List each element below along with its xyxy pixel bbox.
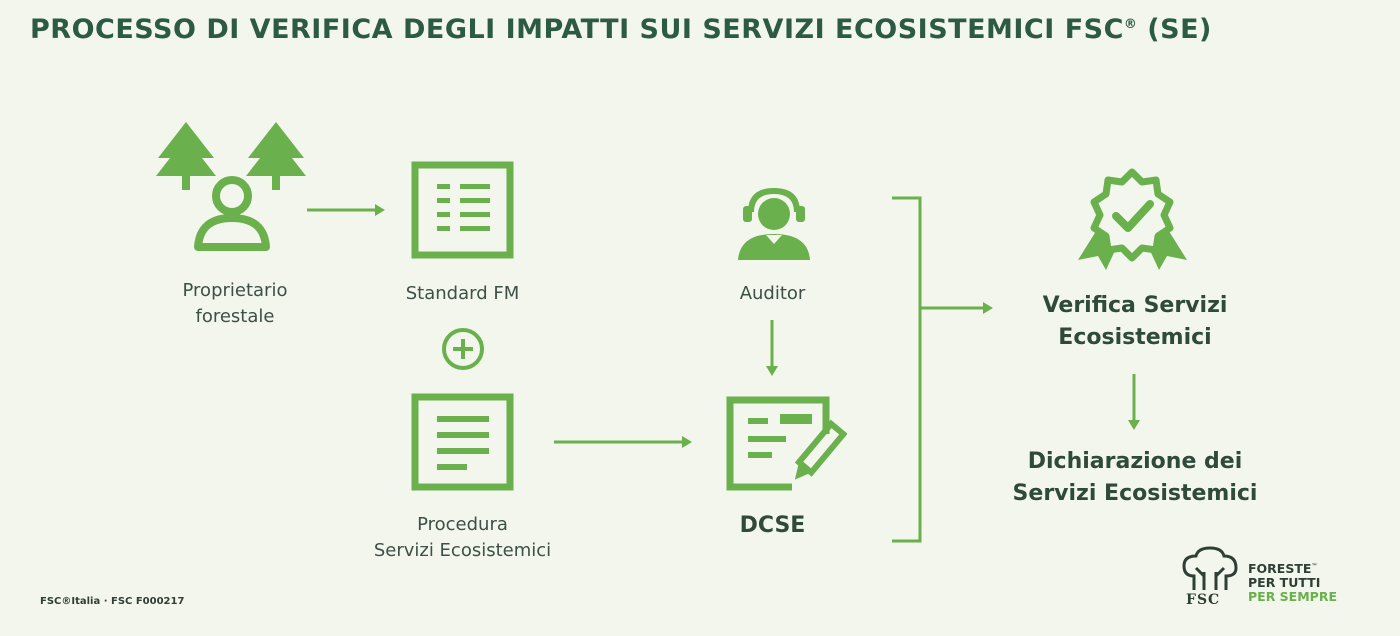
plus-circle-icon: [442, 328, 484, 370]
slogan-line3: PER SEMPRE: [1248, 589, 1337, 605]
title-registered-mark: ®: [1123, 17, 1138, 32]
fsc-tree-logo-icon: [1182, 546, 1238, 590]
owner-label-line2: forestale: [195, 306, 275, 327]
declaration-label: Dichiarazione dei Servizi Ecosistemici: [980, 446, 1290, 510]
declaration-label-line2: Servizi Ecosistemici: [1012, 481, 1258, 506]
standard-label: Standard FM: [405, 283, 520, 304]
title-suffix: (SE): [1137, 14, 1212, 45]
dcse-label: DCSE: [739, 513, 806, 538]
arrow-procedure-to-dcse: [554, 436, 692, 448]
auditor-headset-icon: [738, 188, 810, 260]
forest-owner-icon: [156, 122, 306, 251]
slogan-line2: PER TUTTI: [1248, 575, 1321, 591]
procedure-label: Procedura Servizi Ecosistemici: [330, 512, 595, 564]
arrow-auditor-to-dcse: [766, 320, 778, 376]
fsc-logo-text: FSC: [1186, 592, 1221, 608]
bracket-connector: [892, 196, 993, 543]
auditor-label: Auditor: [739, 283, 806, 304]
verification-label-line1: Verifica Servizi: [1042, 293, 1228, 318]
document-lines-icon: [411, 393, 514, 491]
page-title: PROCESSO DI VERIFICA DEGLI IMPATTI SUI S…: [30, 14, 1380, 45]
owner-label-line1: Proprietario: [182, 280, 288, 301]
owner-label: Proprietario forestale: [140, 278, 330, 330]
arrow-owner-to-standard: [307, 204, 385, 216]
document-list-icon: [411, 161, 514, 259]
award-badge-icon: [1078, 168, 1187, 270]
verification-label: Verifica Servizi Ecosistemici: [990, 290, 1280, 354]
slogan: FORESTE™ PER TUTTI PER SEMPRE: [1248, 560, 1337, 604]
slogan-line1: FORESTE: [1248, 561, 1312, 577]
slogan-tm: ™: [1311, 563, 1318, 570]
document-edit-icon: [726, 396, 847, 491]
title-main: PROCESSO DI VERIFICA DEGLI IMPATTI SUI S…: [30, 14, 1124, 45]
procedure-label-line2: Servizi Ecosistemici: [373, 540, 552, 561]
arrow-verification-to-declaration: [1128, 374, 1140, 430]
declaration-label-line1: Dichiarazione dei: [1027, 449, 1243, 474]
procedure-label-line1: Procedura: [417, 514, 508, 535]
footer-credit: FSC®Italia · FSC F000217: [40, 596, 185, 607]
verification-label-line2: Ecosistemici: [1058, 325, 1212, 350]
